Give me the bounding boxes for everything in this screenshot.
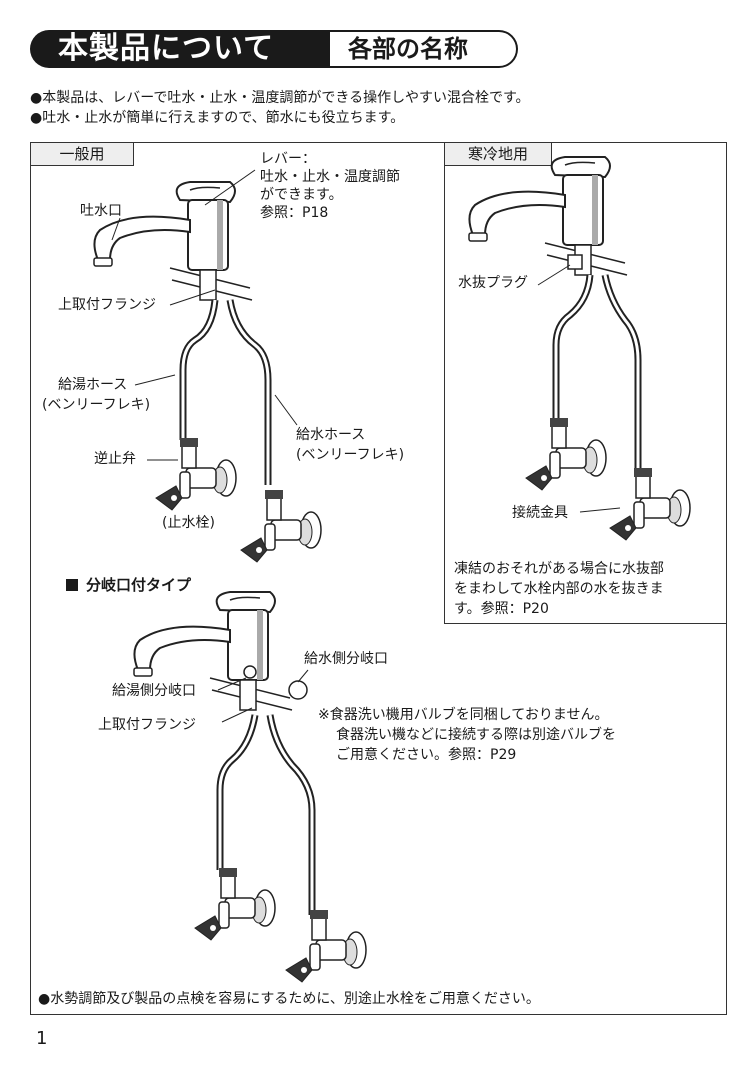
branch-title-text: 分岐口付タイプ (86, 576, 192, 594)
cold-hose-label-1: 給水ホース (296, 427, 366, 443)
tab-cold-region: 寒冷地用 (444, 142, 552, 166)
footer-note: ●水勢調節及び製品の点検を容易にするために、別途止水栓をご用意ください。 (38, 991, 540, 1007)
stop-valve-label: (止水栓) (162, 515, 215, 531)
cold-note-1: 凍結のおそれがある場合に水抜部 (454, 561, 664, 577)
cold-note-2: をまわして水栓内部の水を抜きま (454, 581, 664, 597)
cold-note-3: す。参照：P20 (454, 601, 549, 617)
lever-label-3: ができます。 (260, 187, 343, 203)
branch-note-3: ご用意ください。参照：P29 (336, 747, 517, 763)
branch-section-title: 分岐口付タイプ (66, 574, 191, 595)
tab-general: 一般用 (30, 142, 134, 166)
flange-label: 上取付フランジ (58, 297, 156, 313)
fitting-label: 接続金具 (512, 505, 568, 521)
cold-hose-label-2: (ベンリーフレキ) (296, 447, 405, 463)
hot-branch-label: 給湯側分岐口 (112, 683, 196, 699)
page-number: 1 (36, 1028, 48, 1049)
branch-note-1: ※食器洗い機用バルブを同梱しておりません。 (318, 707, 609, 723)
lever-label-2: 吐水・止水・温度調節 (260, 169, 400, 185)
page-title: 本製品について (30, 30, 330, 68)
intro-line-1: ●本製品は、レバーで吐水・止水・温度調節ができる操作しやすい混合栓です。 (30, 90, 530, 106)
page-subtitle: 各部の名称 (330, 30, 518, 68)
spout-label: 吐水口 (80, 203, 122, 219)
square-bullet-icon (66, 579, 78, 591)
check-valve-label: 逆止弁 (94, 451, 136, 467)
hot-hose-label-1: 給湯ホース (58, 377, 128, 393)
lever-label-1: レバー： (260, 151, 316, 167)
branch-note-2: 食器洗い機などに接続する際は別途バルブを (336, 727, 616, 743)
lever-label-4: 参照：P18 (260, 205, 329, 221)
branch-flange-label: 上取付フランジ (98, 717, 196, 733)
drain-plug-label: 水抜プラグ (458, 275, 528, 291)
intro-line-2: ●吐水・止水が簡単に行えますので、節水にも役立ちます。 (30, 110, 405, 126)
hot-hose-label-2: (ベンリーフレキ) (42, 397, 151, 413)
cold-branch-label: 給水側分岐口 (304, 651, 388, 667)
